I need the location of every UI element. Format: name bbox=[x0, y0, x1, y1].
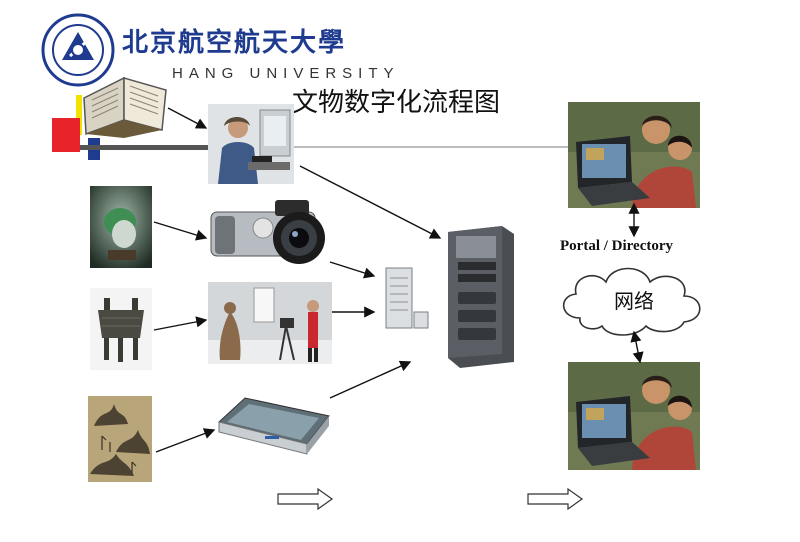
flatbed-scanner-icon bbox=[217, 397, 330, 455]
arrow-operator-to-server bbox=[299, 165, 442, 239]
flow-arrow-1 bbox=[277, 487, 334, 511]
landscape-painting-photo bbox=[88, 396, 152, 482]
storage-array-icon bbox=[385, 267, 429, 329]
digital-camera-icon bbox=[210, 200, 325, 264]
server-tower-icon bbox=[448, 226, 514, 368]
operator-workstation-photo bbox=[208, 104, 294, 184]
bronze-vessel-photo bbox=[90, 288, 152, 370]
portal-directory-label: Portal / Directory bbox=[560, 238, 674, 254]
arrow-jade-to-camera bbox=[153, 221, 208, 241]
jade-artifact-photo bbox=[90, 186, 152, 268]
university-subtitle: HANG UNIVERSITY bbox=[172, 65, 400, 82]
open-book-icon bbox=[83, 76, 167, 138]
university-seal-icon bbox=[41, 13, 115, 87]
arrow-camera-to-storage bbox=[329, 261, 376, 279]
accent-red-block bbox=[52, 118, 80, 152]
arrow-painting-to-scanner bbox=[155, 428, 216, 453]
arrow-book-to-operator bbox=[167, 107, 208, 129]
users-at-laptop-photo-top bbox=[568, 102, 700, 208]
header-rule-light bbox=[290, 146, 580, 148]
page-title: 文物数字化流程图 bbox=[292, 88, 501, 118]
users-at-laptop-photo-bottom bbox=[568, 362, 700, 470]
header-rule-dark bbox=[80, 145, 290, 150]
network-label: 网络 bbox=[614, 289, 654, 313]
arrow-vessel-to-studio bbox=[153, 316, 208, 331]
flow-arrow-2 bbox=[527, 487, 584, 511]
accent-yellow-bar bbox=[76, 95, 82, 135]
university-name: 北京航空航天大學 bbox=[122, 28, 347, 58]
arrow-cloud-to-bottom-users bbox=[630, 330, 644, 364]
network-cloud-icon bbox=[562, 267, 701, 336]
arrow-scanner-to-server bbox=[329, 360, 412, 399]
3d-scanning-studio-photo bbox=[208, 282, 332, 364]
